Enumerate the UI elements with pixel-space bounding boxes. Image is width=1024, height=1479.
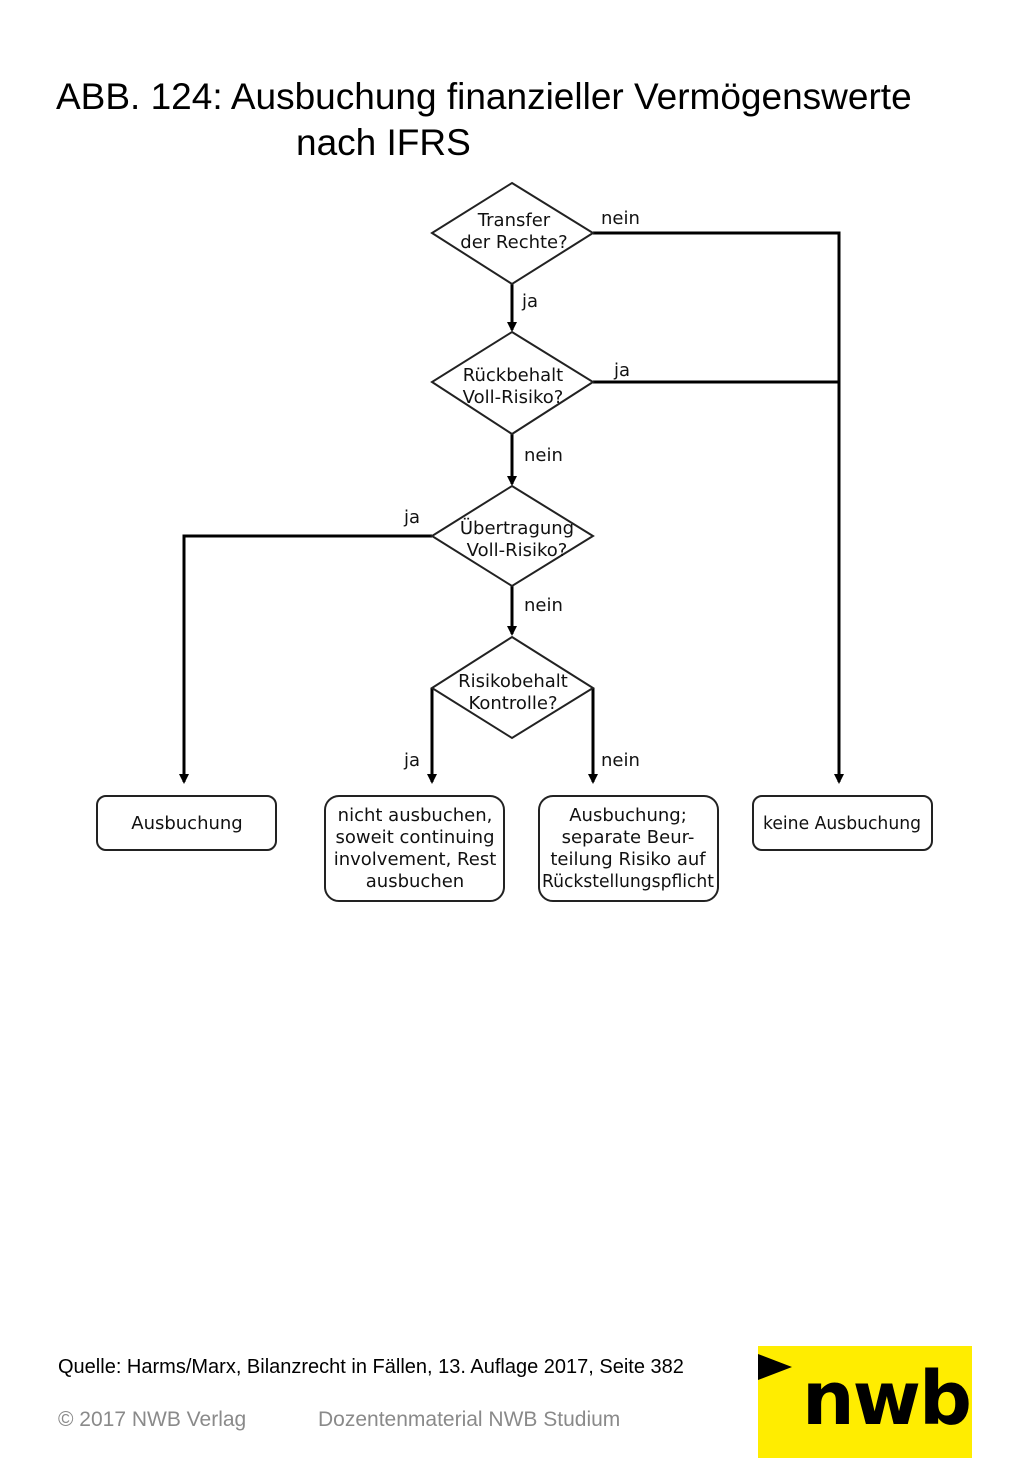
nwb-logo: nwb xyxy=(758,1346,972,1458)
outcome-ausbuchung-separate: Ausbuchung; separate Beur- teilung Risik… xyxy=(538,795,719,902)
outcome-label: Rückstellungspflicht xyxy=(542,871,714,892)
decision-label: Übertragung xyxy=(460,517,574,539)
decision-diamond xyxy=(430,330,595,436)
slide-title: ABB. 124: Ausbuchung finanzieller Vermög… xyxy=(56,74,956,166)
edge-label-d1-ja: ja xyxy=(521,291,538,312)
edge-label-d3-nein: nein xyxy=(524,595,563,616)
outcome-label: soweit continuing xyxy=(336,827,495,848)
outcome-label: ausbuchen xyxy=(366,871,464,892)
outcome-label: Ausbuchung; xyxy=(569,805,687,826)
edge-label-d2-nein: nein xyxy=(524,445,563,466)
outcome-box xyxy=(324,795,505,902)
outcome-label: involvement, Rest xyxy=(334,849,497,870)
decision-d1: Transfer der Rechte? xyxy=(430,181,595,286)
outcome-nicht-ausbuchen: nicht ausbuchen, soweit continuing invol… xyxy=(324,795,505,902)
outcome-label: separate Beur- xyxy=(562,827,695,848)
title-line-2: nach IFRS xyxy=(296,122,471,163)
outcome-box xyxy=(752,795,933,851)
decision-diamond xyxy=(430,181,595,286)
edge-label-d1-nein: nein xyxy=(601,208,640,229)
decision-label: Rückbehalt xyxy=(463,365,563,386)
outcome-ausbuchung: Ausbuchung xyxy=(96,795,277,851)
outcome-label: Ausbuchung xyxy=(131,813,242,834)
footer-material: Dozentenmaterial NWB Studium xyxy=(318,1408,621,1431)
footer-copyright: © 2017 NWB Verlag xyxy=(58,1408,247,1431)
logo-wordmark: nwb xyxy=(802,1356,972,1442)
logo-arrow-icon xyxy=(758,1354,792,1380)
decision-label: Voll-Risiko? xyxy=(463,387,564,408)
decision-label: Transfer xyxy=(477,210,551,231)
decision-d4: Risikobehalt Kontrolle? xyxy=(430,635,595,740)
edge-label-d4-ja: ja xyxy=(403,750,420,771)
flowchart: Transfer der Rechte? Rückbehalt Voll-Ris… xyxy=(96,181,933,902)
edge-label-d2-ja: ja xyxy=(613,360,630,381)
edge-labels: nein ja ja nein ja nein ja nein xyxy=(403,208,640,771)
outcome-box xyxy=(96,795,277,851)
decision-label: Risikobehalt xyxy=(458,671,568,692)
outcome-box xyxy=(538,795,719,902)
title-line-1: ABB. 124: Ausbuchung finanzieller Vermög… xyxy=(56,76,912,117)
outcome-label: teilung Risiko auf xyxy=(550,849,706,870)
decision-label: der Rechte? xyxy=(460,232,567,253)
edge-label-d3-ja: ja xyxy=(403,507,420,528)
decision-diamond xyxy=(430,484,595,588)
connectors xyxy=(179,231,844,784)
source-citation: Quelle: Harms/Marx, Bilanzrecht in Fälle… xyxy=(58,1356,684,1378)
connector-d1-keine xyxy=(593,231,844,784)
edge-label-d4-nein: nein xyxy=(601,750,640,771)
decision-d2: Rückbehalt Voll-Risiko? xyxy=(430,330,595,436)
decision-diamond xyxy=(430,635,595,740)
connector-d3-ausbuchung xyxy=(179,534,432,784)
decision-label: Kontrolle? xyxy=(468,693,557,714)
outcome-keine-ausbuchung: keine Ausbuchung xyxy=(752,795,933,851)
outcome-label: nicht ausbuchen, xyxy=(338,805,493,826)
decision-d3: Übertragung Voll-Risiko? xyxy=(430,484,595,588)
decision-label: Voll-Risiko? xyxy=(467,540,568,561)
outcome-label: keine Ausbuchung xyxy=(763,813,921,834)
